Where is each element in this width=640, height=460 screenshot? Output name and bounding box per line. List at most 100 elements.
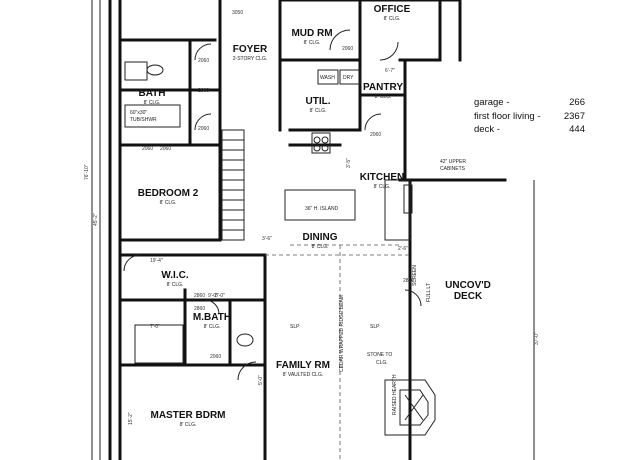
door-swing [404,289,422,307]
burner [313,144,321,152]
room-office: OFFICE [374,4,411,15]
burner [321,144,329,152]
burner [321,136,329,144]
room-pantry-clg: 8' CLG. [375,94,392,100]
room-dining: DINING [303,232,338,243]
room-util-clg: 8' CLG. [310,108,327,114]
door-swing [379,41,399,61]
dim-2860: 2860 [194,293,205,299]
room-office-clg: 8' CLG. [384,16,401,22]
screen-label: SCREEN [412,265,418,286]
slp-label-1: SLP [290,324,300,330]
dim-76-10: 76'-10" [84,164,90,180]
burner [313,136,321,144]
dim-9-0: 9'-0" [208,293,218,299]
beam-label: CEDAR WRAPPED RIDGE BEAM [339,295,345,372]
dim-3-6: 3'-6" [262,236,272,242]
dim-2060: 2060 [210,354,221,360]
stone-label-1: STONE TO [367,352,392,358]
dim-5-0: 5'-0" [258,375,264,385]
door-swing [123,254,141,272]
slp-label-2: SLP [370,324,380,330]
fireplace [384,379,436,436]
door-swing [329,29,351,51]
dim-15-2: 15'-2" [128,412,134,425]
shower [134,324,184,364]
room-bath: BATH [138,88,165,99]
dim-2-6: 2'-6" [398,246,408,252]
room-kitchen-clg: 8' CLG. [374,184,391,190]
dim-2060: 2060 [342,46,353,52]
room-family: FAMILY RM [276,360,330,371]
toilet [146,64,164,76]
dim-7-0: 7'-0" [150,324,160,330]
room-pantry: PANTRY [363,82,403,93]
room-wic-clg: 8' CLG. [167,282,184,288]
room-bedroom-2: BEDROOM 2 [138,188,199,199]
room-family-clg: 8' VAULTED CLG. [283,372,324,378]
area-deck-label: deck - [474,124,500,135]
vanity [124,61,148,81]
deck-name-1: UNCOV'D [445,280,491,291]
door-swing [204,299,220,315]
office-east-wall [398,0,442,62]
washer [317,69,339,85]
dim-2060: 2060 [142,146,153,152]
stone-label-2: CLG. [376,360,388,366]
dim-2060: 2060 [198,88,209,94]
dim-6-7: 6'-7" [385,68,395,74]
dim-19-4: 19'-4" [150,258,163,264]
area-garage-label: garage - [474,97,510,108]
room-bedroom-2-clg: 8' CLG. [160,200,177,206]
dry-label: DRY [343,75,354,81]
dim-2860: 2860 [194,306,205,312]
upper-cab-label-2: CABINETS [440,166,466,172]
hearth-label: RAISED HEARTH [392,374,398,415]
room-foyer-clg: 2-STORY CLG. [233,56,267,62]
master-toilet [236,333,254,347]
room-dining-clg: 8' CLG. [312,244,329,250]
kitchen-counter [384,179,411,241]
area-living-label: first floor living - [474,111,541,122]
area-garage-value: 266 [569,97,585,108]
dim-2060: 2060 [198,58,209,64]
door-swing [194,43,212,61]
room-mbath: M.BATH [193,312,231,323]
room-util: UTIL. [306,96,331,107]
upper-cab-label-1: 42" UPPER [440,159,466,165]
room-master-clg: 8' CLG. [180,422,197,428]
wash-label: WASH [320,75,335,81]
door-swing [237,361,257,381]
room-mud-rm-clg: 8' CLG. [304,40,321,46]
full-lt-label: FULL LT [426,283,432,302]
tub-label-2: TUB/SHWR [130,117,157,123]
dryer [339,69,361,85]
room-master: MASTER BDRM [151,410,226,421]
range-cooktop [311,132,331,154]
kitchen-sink [403,184,413,214]
dim-2060: 2060 [160,146,171,152]
bathtub [124,104,181,128]
dim-3050: 3050 [232,10,243,16]
kitchen-island [284,189,356,221]
dim-2060: 2060 [370,132,381,138]
dim-8-0: 8'-0" [215,293,225,299]
door-swing [194,113,212,131]
dim-45-2: 45'-2" [93,213,99,226]
dim-2860: 2860 [403,278,414,284]
tub-label: 60"x30" [130,110,147,116]
room-foyer: FOYER [233,44,268,55]
area-living-value: 2367 [563,111,585,122]
dim-37-0: 37'-0" [534,332,540,345]
area-deck-value: 444 [569,124,585,135]
dim-2060: 2060 [198,126,209,132]
dim-3-5: 3'-5" [346,158,352,168]
room-mbath-clg: 8' CLG. [204,324,221,330]
island-label: 36" H. ISLAND [305,206,339,212]
room-bath-clg: 8' CLG. [144,100,161,106]
room-mud-rm: MUD RM [291,28,332,39]
door-swing [364,113,382,131]
room-kitchen: KITCHEN [360,172,404,183]
